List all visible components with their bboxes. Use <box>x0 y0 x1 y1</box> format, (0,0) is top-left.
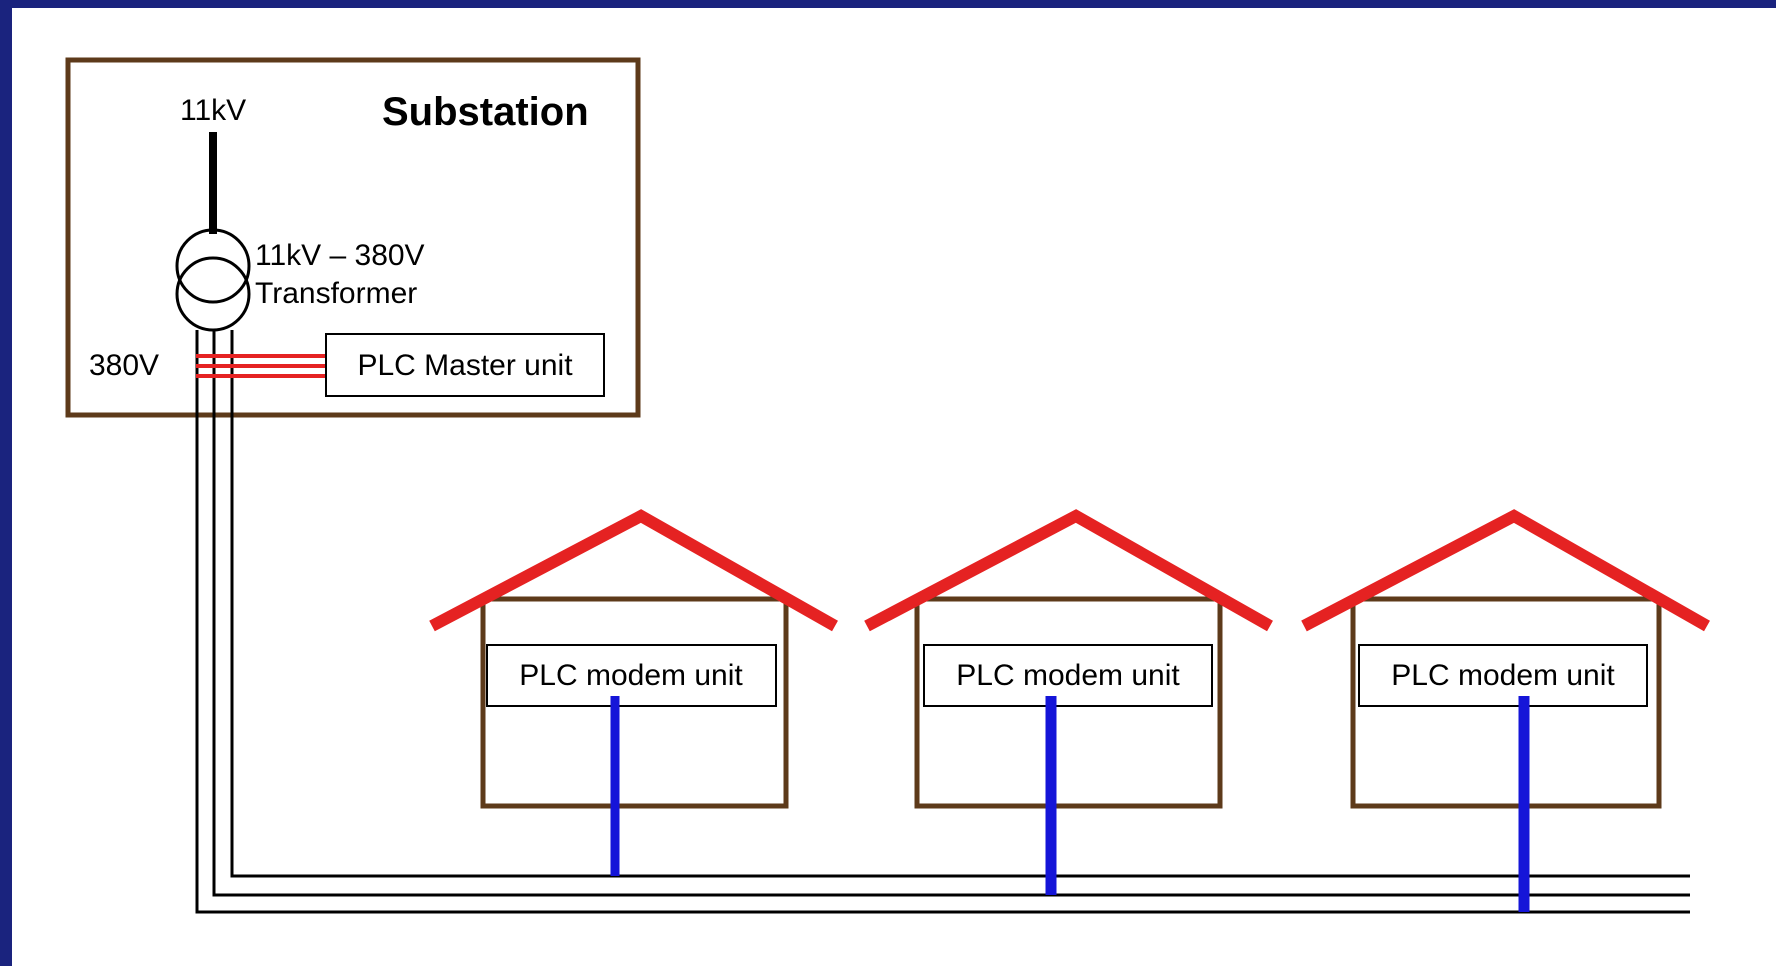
lv-feeder <box>195 330 1690 914</box>
feeder-phase-3 <box>230 330 1690 878</box>
transformer-rating-label: 11kV – 380V <box>255 239 425 272</box>
house-1-modem-box <box>486 644 777 707</box>
house-3-walls <box>1350 596 1662 809</box>
transformer-label: Transformer <box>255 277 417 310</box>
house-2-walls <box>914 596 1223 809</box>
feeder-phase-2 <box>212 330 1690 897</box>
plc-network-diagram: Substation 11kV 11kV – 380V Transformer … <box>65 57 1710 914</box>
house-2-roof <box>864 509 1273 632</box>
house-1-walls <box>480 596 789 809</box>
house-2-modem-box <box>923 644 1213 707</box>
diagram-canvas: Substation 11kV 11kV – 380V Transformer … <box>12 8 1776 966</box>
substation-enclosure <box>65 57 641 418</box>
house-1-roof <box>429 509 838 632</box>
transformer-symbol <box>175 228 251 332</box>
plc-coupling-link <box>196 354 326 378</box>
house-1-modem-label: PLC modem unit <box>519 659 743 692</box>
substation-title: Substation <box>382 90 589 134</box>
house-1: PLC modem unit <box>429 509 838 876</box>
hv-voltage-label: 11kV <box>180 94 246 127</box>
lv-voltage-label: 380V <box>89 349 159 382</box>
feeder-phase-1 <box>195 330 1690 914</box>
house-3: PLC modem unit <box>1301 509 1710 912</box>
house-2-modem-label: PLC modem unit <box>956 659 1180 692</box>
plc-master-unit-label: PLC Master unit <box>357 349 573 382</box>
house-3-modem-box <box>1358 644 1648 707</box>
house-3-roof <box>1301 509 1710 632</box>
house-2: PLC modem unit <box>864 509 1273 895</box>
plc-master-unit-box <box>325 333 605 397</box>
house-3-modem-label: PLC modem unit <box>1391 659 1615 692</box>
